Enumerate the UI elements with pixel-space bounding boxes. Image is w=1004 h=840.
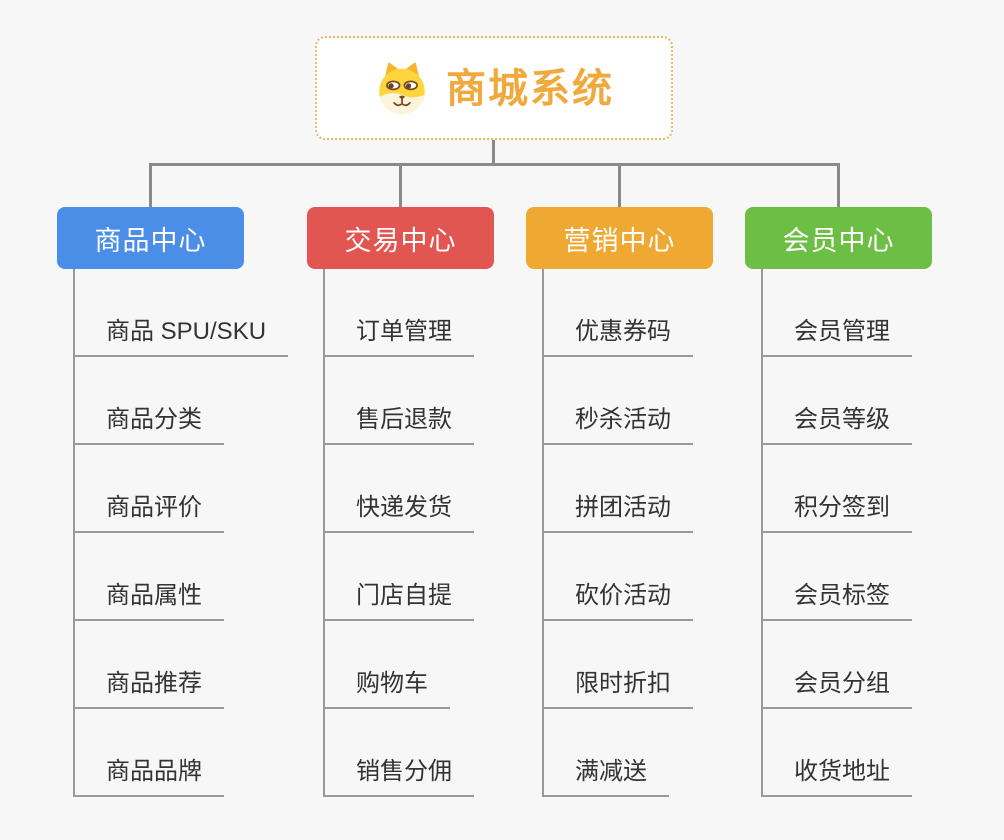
branch-connector-drop (618, 164, 621, 208)
branch-children-product: 商品 SPU/SKU 商品分类 商品评价 商品属性 商品推荐 商品品牌 (73, 269, 289, 797)
root-node[interactable]: 商城系统 (315, 36, 673, 140)
child-node[interactable]: 砍价活动 (542, 533, 693, 621)
child-node[interactable]: 商品属性 (73, 533, 224, 621)
branch-label: 会员中心 (782, 225, 895, 256)
child-node[interactable]: 订单管理 (323, 269, 474, 357)
child-node[interactable]: 销售分佣 (323, 709, 474, 797)
branch-children-marketing: 优惠券码 秒杀活动 拼团活动 砍价活动 限时折扣 满减送 (542, 269, 693, 797)
child-node[interactable]: 购物车 (323, 621, 450, 709)
child-node[interactable]: 商品推荐 (73, 621, 224, 709)
child-node[interactable]: 限时折扣 (542, 621, 693, 709)
child-node[interactable]: 收货地址 (761, 709, 912, 797)
child-connector-line (761, 269, 763, 797)
branch-connector-drop (399, 164, 402, 208)
branch-label: 商品中心 (94, 225, 207, 256)
child-node[interactable]: 售后退款 (323, 357, 474, 445)
child-node[interactable]: 商品评价 (73, 445, 224, 533)
branch-connector-rail (149, 163, 840, 166)
child-node[interactable]: 会员管理 (761, 269, 912, 357)
branch-box-marketing[interactable]: 营销中心 (526, 207, 713, 269)
child-node[interactable]: 快递发货 (323, 445, 474, 533)
branch-label: 营销中心 (563, 225, 676, 256)
child-connector-line (542, 269, 544, 797)
branch-connector-drop (837, 164, 840, 208)
doge-icon (379, 62, 425, 115)
branch-box-member[interactable]: 会员中心 (745, 207, 932, 269)
child-node[interactable]: 积分签到 (761, 445, 912, 533)
branch-box-product[interactable]: 商品中心 (57, 207, 244, 269)
child-node[interactable]: 秒杀活动 (542, 357, 693, 445)
branch-children-trade: 订单管理 售后退款 快递发货 门店自提 购物车 销售分佣 (323, 269, 474, 797)
child-connector-line (323, 269, 325, 797)
branch-children-member: 会员管理 会员等级 积分签到 会员标签 会员分组 收货地址 (761, 269, 912, 797)
root-connector-stub (492, 140, 495, 164)
child-node[interactable]: 门店自提 (323, 533, 474, 621)
child-node[interactable]: 商品 SPU/SKU (73, 269, 289, 357)
child-node[interactable]: 拼团活动 (542, 445, 693, 533)
child-node[interactable]: 商品品牌 (73, 709, 224, 797)
branch-label: 交易中心 (344, 225, 457, 256)
child-node[interactable]: 商品分类 (73, 357, 224, 445)
child-node[interactable]: 会员标签 (761, 533, 912, 621)
branch-box-trade[interactable]: 交易中心 (307, 207, 494, 269)
root-title: 商城系统 (446, 67, 614, 111)
child-node[interactable]: 会员等级 (761, 357, 912, 445)
child-connector-line (73, 269, 75, 797)
branch-connector-drop (149, 164, 152, 208)
child-node[interactable]: 满减送 (542, 709, 669, 797)
child-node[interactable]: 优惠券码 (542, 269, 693, 357)
child-node[interactable]: 会员分组 (761, 621, 912, 709)
